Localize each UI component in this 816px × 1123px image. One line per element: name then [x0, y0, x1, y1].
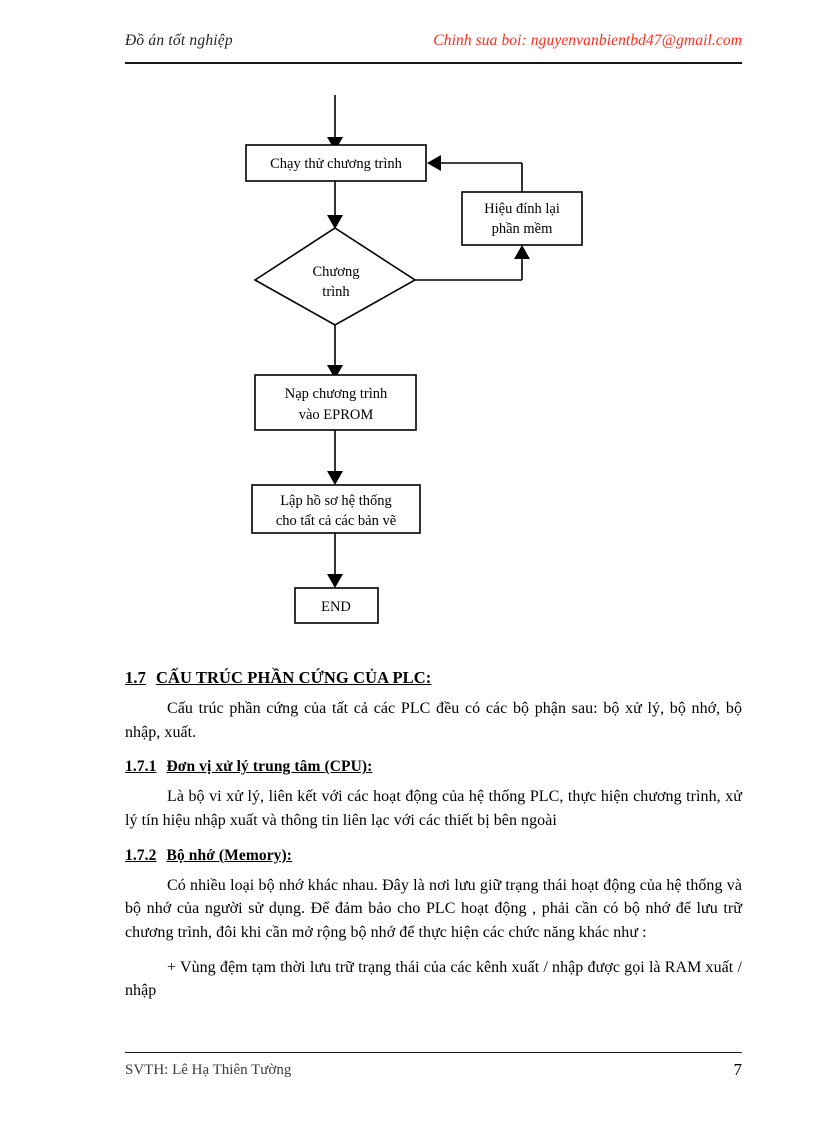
footer-author: SVTH: Lê Hạ Thiên Tường	[125, 1062, 292, 1078]
arrowhead-decision-to-revise	[514, 245, 530, 259]
page-number: 7	[733, 1060, 743, 1079]
paragraph-1-7: Cấu trúc phần cứng của tất cả các PLC đề…	[125, 700, 742, 741]
paragraph-1-7-1: Là bộ vi xử lý, liên kết với các hoạt độ…	[125, 788, 742, 830]
flow-label-decision-line1: Chương	[313, 264, 360, 280]
heading-1-7-number: 1.7	[125, 668, 146, 687]
arrowhead-decision-to-eprom	[327, 365, 343, 379]
heading-1-7-1-number: 1.7.1	[125, 758, 157, 776]
document-body: 1.7 CẤU TRÚC PHẦN CỨNG CỦA PLC: Cấu trúc …	[125, 668, 742, 1016]
heading-1-7-1: 1.7.1 Đơn vị xử lý trung tâm (CPU):	[125, 758, 742, 776]
arrowhead-revise-to-run	[427, 155, 441, 171]
flow-label-revise-software-line1: Hiệu đính lại	[484, 201, 560, 217]
flow-label-run-test: Chạy thử chương trình	[270, 156, 402, 172]
flow-label-load-eprom-line1: Nạp chương trình	[285, 386, 388, 402]
flow-box-load-eprom	[254, 374, 417, 431]
flow-box-run-test	[245, 144, 427, 182]
arrowhead-run-to-decision	[327, 215, 343, 229]
heading-1-7-2: 1.7.2 Bộ nhớ (Memory):	[125, 847, 742, 865]
footer-divider	[125, 1052, 742, 1053]
bullet-ram-io: + Vùng đệm tạm thời lưu trữ trạng thái c…	[125, 958, 742, 1000]
arrowhead-docs-to-end	[327, 574, 343, 588]
flow-label-documentation-line2: cho tất cả các bản vẽ	[276, 513, 396, 529]
flowchart-figure: Chạy thử chương trình Hiệu đính lại phần…	[0, 80, 816, 640]
heading-1-7-title: CẤU TRÚC PHẦN CỨNG CỦA PLC:	[155, 668, 432, 687]
flow-box-revise-software	[461, 191, 583, 246]
flow-label-end: END	[321, 599, 351, 615]
heading-1-7-2-number: 1.7.2	[125, 846, 157, 864]
page-footer: SVTH: Lê Hạ Thiên Tường 7	[125, 1060, 743, 1088]
arrowhead-eprom-to-docs	[327, 471, 343, 485]
flow-box-documentation	[251, 484, 421, 534]
flow-label-decision-line2: trình	[322, 284, 350, 300]
heading-1-7: 1.7 CẤU TRÚC PHẦN CỨNG CỦA PLC:	[125, 668, 742, 688]
header-title-left: Đồ án tốt nghiệp	[125, 32, 233, 49]
heading-1-7-1-title: Đơn vị xử lý trung tâm (CPU):	[166, 758, 373, 776]
flow-label-load-eprom-line2: vào EPROM	[299, 407, 374, 423]
flow-box-end	[294, 587, 379, 624]
header-divider	[125, 62, 742, 64]
heading-1-7-2-title: Bộ nhớ (Memory):	[166, 846, 293, 864]
flow-label-revise-software-line2: phần mềm	[492, 221, 554, 237]
flow-label-documentation-line1: Lập hồ sơ hệ thống	[280, 493, 392, 509]
paragraph-1-7-2: Có nhiều loại bộ nhớ khác nhau. Đây là n…	[125, 876, 742, 942]
page-header: Đồ án tốt nghiệp Chinh sua boi: nguyenva…	[125, 32, 742, 60]
arrowhead-entry	[327, 137, 343, 151]
header-contact-right: Chinh sua boi: nguyenvanbientbd47@gmail.…	[433, 32, 742, 49]
